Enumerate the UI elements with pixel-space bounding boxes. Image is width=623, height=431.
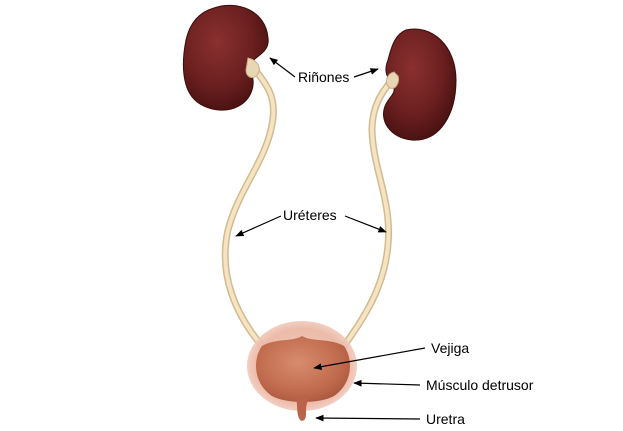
label-arrows — [235, 57, 426, 422]
label-urethra: Uretra — [426, 411, 465, 427]
label-detrusor: Músculo detrusor — [426, 377, 534, 393]
bladder — [256, 336, 350, 421]
arrow-kidneys-left — [269, 57, 296, 78]
arrow-detrusor — [353, 379, 421, 387]
urethra — [296, 398, 310, 421]
arrow-kidneys-right — [353, 68, 379, 78]
left-ureter — [221, 64, 277, 350]
arrow-ureters-right — [344, 215, 387, 233]
right-kidney — [383, 28, 457, 141]
label-kidneys: Riñones — [298, 69, 349, 85]
left-kidney — [182, 4, 269, 111]
arrow-urethra — [315, 414, 421, 422]
label-ureters: Uréteres — [283, 207, 337, 223]
ureters — [221, 64, 396, 350]
arrow-ureters-left — [235, 215, 282, 237]
label-bladder: Vejiga — [431, 340, 469, 356]
arrow-bladder — [313, 347, 426, 370]
